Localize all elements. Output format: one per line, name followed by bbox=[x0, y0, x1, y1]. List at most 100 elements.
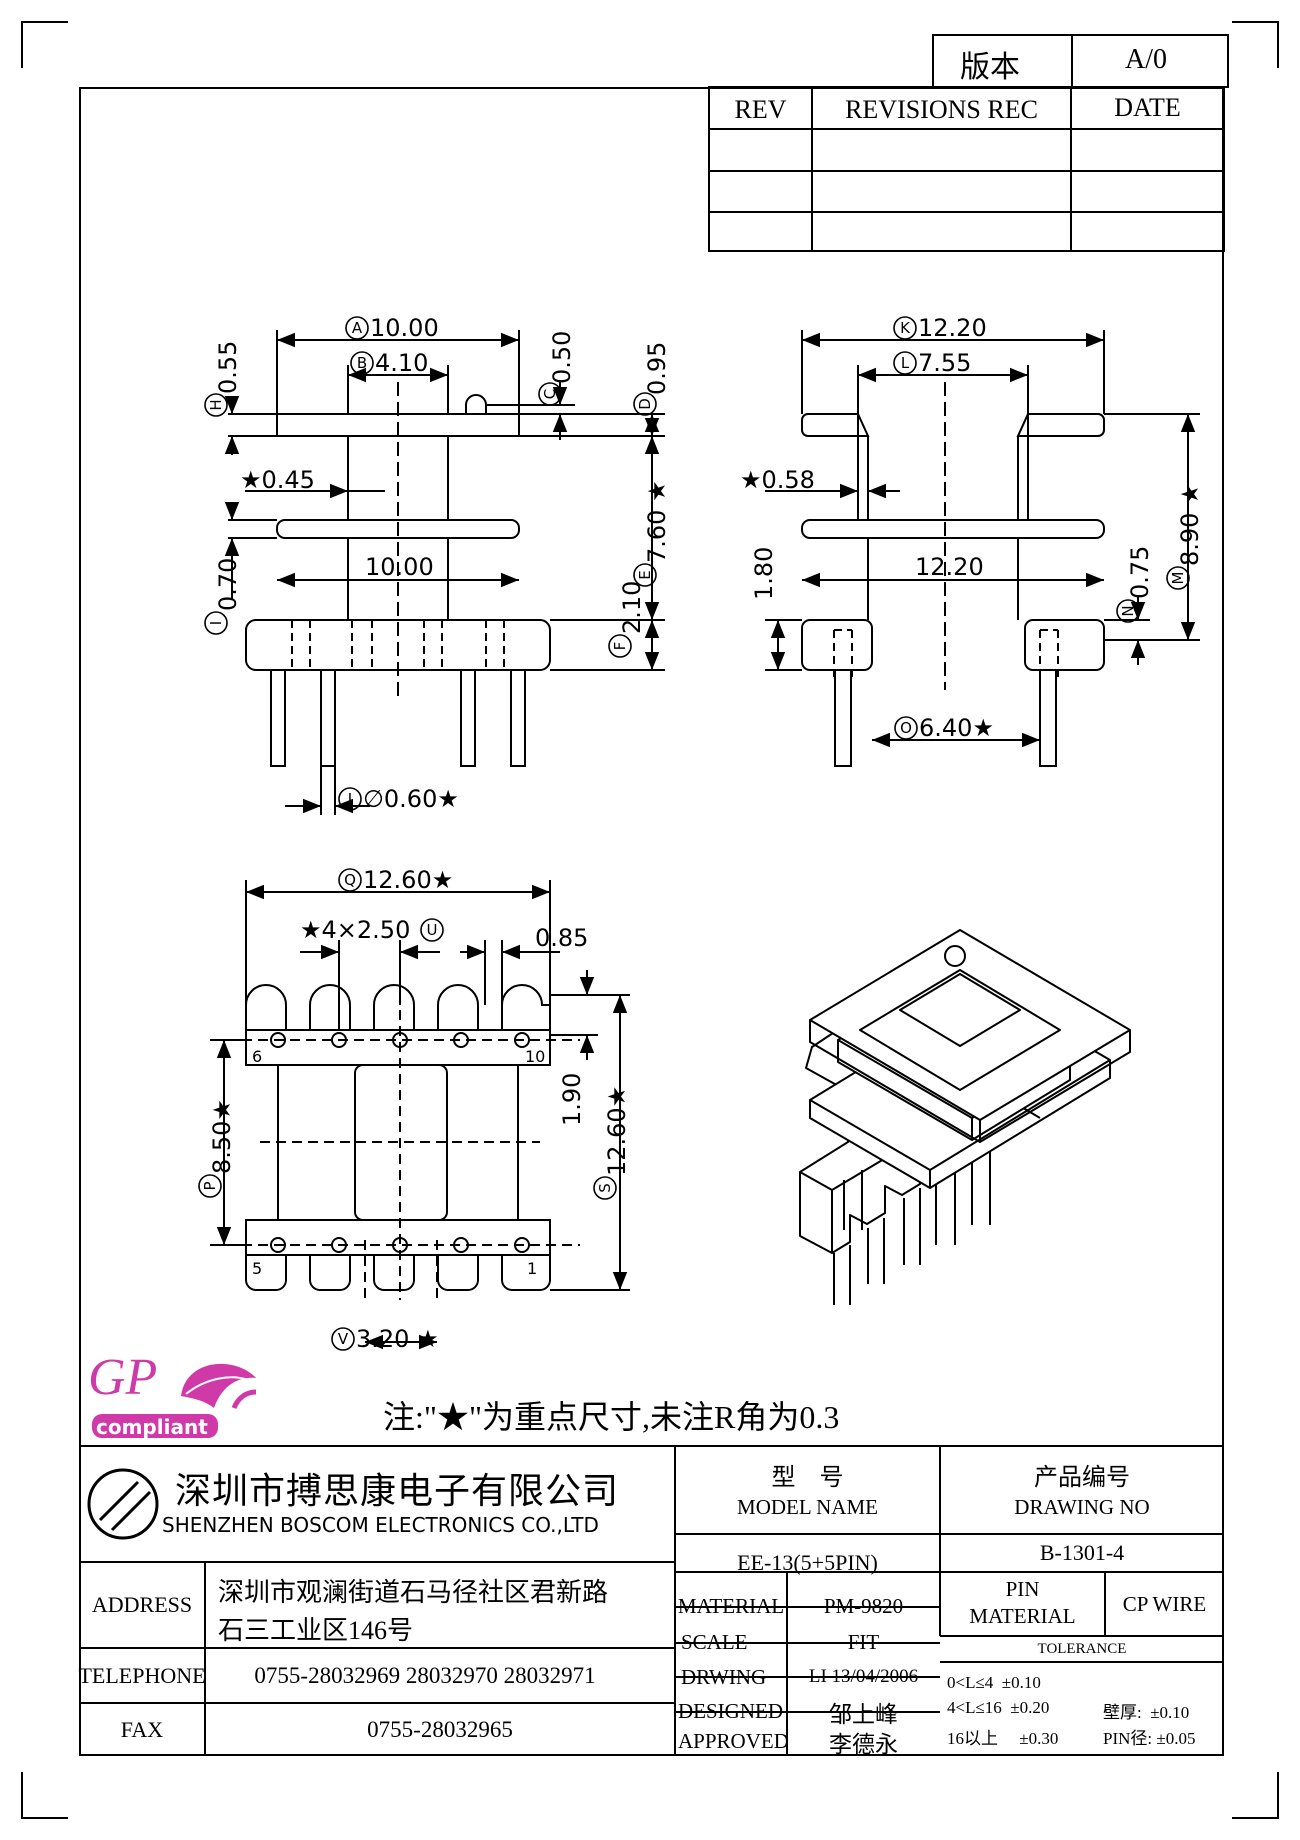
svg-text:C: C bbox=[541, 389, 559, 399]
drawing-note: 注:"★"为重点尺寸,未注R角为0.3 bbox=[383, 1399, 840, 1435]
side-view bbox=[765, 330, 1200, 767]
tolerance-wall: 壁厚: ±0.10 bbox=[1103, 1703, 1190, 1722]
isometric-view bbox=[799, 929, 1131, 1305]
dim-v-text: 3.20 ★ bbox=[356, 1325, 439, 1353]
dim-m-text: 8.90 ★ bbox=[1176, 483, 1204, 566]
drawing-no-value: B-1301-4 bbox=[1039, 1540, 1125, 1565]
drawing-frame bbox=[79, 87, 1224, 1756]
dim-s-text: 12.60★ bbox=[603, 1086, 631, 1176]
tolerance-line-1: 0<L≤4 ±0.10 bbox=[947, 1673, 1041, 1692]
designed-value: 邹上峰 bbox=[829, 1701, 898, 1727]
leaf-icon bbox=[92, 1363, 257, 1438]
dim-l-text: 7.55 bbox=[918, 349, 971, 377]
telephone-value: 0755-28032969 28032970 28032971 bbox=[254, 1662, 596, 1688]
dim-k-text: 12.20 bbox=[918, 314, 987, 342]
date-header: DATE bbox=[1114, 93, 1181, 122]
svg-text:O: O bbox=[900, 719, 912, 737]
gp-text: GP bbox=[88, 1349, 158, 1406]
company-name-cn: 深圳市搏思康电子有限公司 bbox=[175, 1471, 620, 1511]
svg-text:D: D bbox=[636, 398, 654, 410]
version-value: A/0 bbox=[1125, 44, 1167, 75]
technical-drawing: A B C D H E I F J K L M N O Q U P S V 10… bbox=[198, 314, 1204, 1353]
pin-material-label-2: MATERIAL bbox=[969, 1603, 1076, 1628]
fax-label: FAX bbox=[120, 1716, 164, 1742]
revisions-rec-header: REVISIONS REC bbox=[845, 95, 1038, 124]
drwing-label: DRWING bbox=[681, 1664, 767, 1689]
tolerance-line-3: 16以上 ±0.30 bbox=[947, 1729, 1059, 1748]
dim-p-text: 8.50★ bbox=[208, 1099, 236, 1174]
designed-label: DESIGNED bbox=[678, 1699, 783, 1723]
scale-label: SCALE bbox=[681, 1629, 748, 1654]
gp-compliant-logo: GP compliant bbox=[86, 1348, 266, 1440]
revisions-table bbox=[708, 86, 1225, 252]
pin-material-value: CP WIRE bbox=[1122, 1591, 1207, 1616]
company-logo-icon bbox=[87, 1468, 159, 1540]
svg-text:U: U bbox=[427, 921, 438, 939]
version-divider bbox=[1071, 34, 1073, 88]
fax-value: 0755-28032965 bbox=[367, 1716, 513, 1742]
pin-label-5: 5 bbox=[252, 1259, 262, 1278]
dim-n-text: 0.75 bbox=[1126, 546, 1154, 599]
drawing-no-cn: 产品编号 bbox=[1034, 1464, 1130, 1491]
dim-c-text: 0.50 bbox=[548, 331, 576, 384]
drawing-no-en: DRAWING NO bbox=[1014, 1494, 1150, 1519]
approved-value: 李德永 bbox=[829, 1731, 898, 1757]
tolerance-pin: PIN径: ±0.05 bbox=[1103, 1729, 1196, 1748]
svg-text:E: E bbox=[636, 570, 654, 579]
svg-text:K: K bbox=[900, 319, 911, 337]
svg-text:F: F bbox=[611, 642, 629, 651]
dim-b-text: 4.10 bbox=[375, 349, 428, 377]
dim-e-text: 7.60 ★ bbox=[643, 480, 671, 563]
svg-text:V: V bbox=[338, 1330, 349, 1348]
svg-text:L: L bbox=[901, 354, 910, 372]
compliant-text: compliant bbox=[96, 1415, 208, 1439]
dim-j-text: ∅0.60★ bbox=[363, 785, 459, 813]
address-line1: 深圳市观澜街道石马径社区君新路 bbox=[218, 1578, 609, 1607]
approved-label: APPROVED bbox=[678, 1729, 789, 1753]
tolerance-line-2: 4<L≤16 ±0.20 bbox=[947, 1698, 1050, 1717]
rev-header: REV bbox=[734, 95, 787, 124]
model-name-cn: 型 号 bbox=[771, 1464, 844, 1491]
dim-180-text: 1.80 bbox=[750, 547, 778, 600]
dim-star058-text: ★0.58 bbox=[740, 466, 815, 494]
svg-text:N: N bbox=[1119, 605, 1137, 616]
material-value: PM-9820 bbox=[823, 1593, 904, 1618]
address-label: ADDRESS bbox=[91, 1592, 193, 1617]
pin-label-1: 1 bbox=[527, 1259, 537, 1278]
pin-material-label-1: PIN bbox=[1005, 1576, 1040, 1601]
svg-text:M: M bbox=[1169, 572, 1187, 585]
svg-text:B: B bbox=[357, 354, 367, 372]
svg-text:Q: Q bbox=[344, 871, 356, 889]
dim-front-center-text: 10.00 bbox=[365, 553, 434, 581]
svg-text:J: J bbox=[347, 790, 352, 808]
dim-a-text: 10.00 bbox=[370, 314, 439, 342]
svg-text:H: H bbox=[207, 399, 225, 410]
dim-q-text: 12.60★ bbox=[363, 866, 453, 894]
dim-o-text: 6.40★ bbox=[919, 714, 994, 742]
model-name-en: MODEL NAME bbox=[737, 1494, 878, 1519]
dim-f-text: 2.10 bbox=[618, 581, 646, 634]
material-label: MATERIAL bbox=[677, 1593, 785, 1618]
pin-label-6: 6 bbox=[252, 1047, 262, 1066]
tolerance-label: TOLERANCE bbox=[1037, 1640, 1127, 1657]
dim-190-text: 1.90 bbox=[558, 1073, 586, 1126]
bottom-view bbox=[210, 880, 630, 1350]
dim-085-text: 0.85 bbox=[535, 924, 588, 952]
svg-text:I: I bbox=[207, 621, 225, 625]
company-name-en: SHENZHEN BOSCOM ELECTRONICS CO.,LTD bbox=[162, 1513, 599, 1537]
dim-u-text: ★4×2.50 bbox=[300, 916, 410, 944]
svg-text:A: A bbox=[352, 319, 363, 337]
dim-h-text: 0.55 bbox=[214, 341, 242, 394]
drwing-value: LI 13/04/2006 bbox=[808, 1666, 919, 1687]
version-label: 版本 bbox=[960, 51, 1020, 84]
front-view bbox=[224, 330, 665, 815]
dim-d-text: 0.95 bbox=[643, 342, 671, 395]
dim-star045-text: ★0.45 bbox=[240, 466, 315, 494]
dim-i-text: 0.70 bbox=[214, 558, 242, 611]
scale-value: FIT bbox=[847, 1629, 880, 1654]
pin-label-10: 10 bbox=[525, 1047, 545, 1066]
svg-text:P: P bbox=[201, 1181, 219, 1190]
telephone-label: TELEPHONE bbox=[78, 1662, 206, 1688]
